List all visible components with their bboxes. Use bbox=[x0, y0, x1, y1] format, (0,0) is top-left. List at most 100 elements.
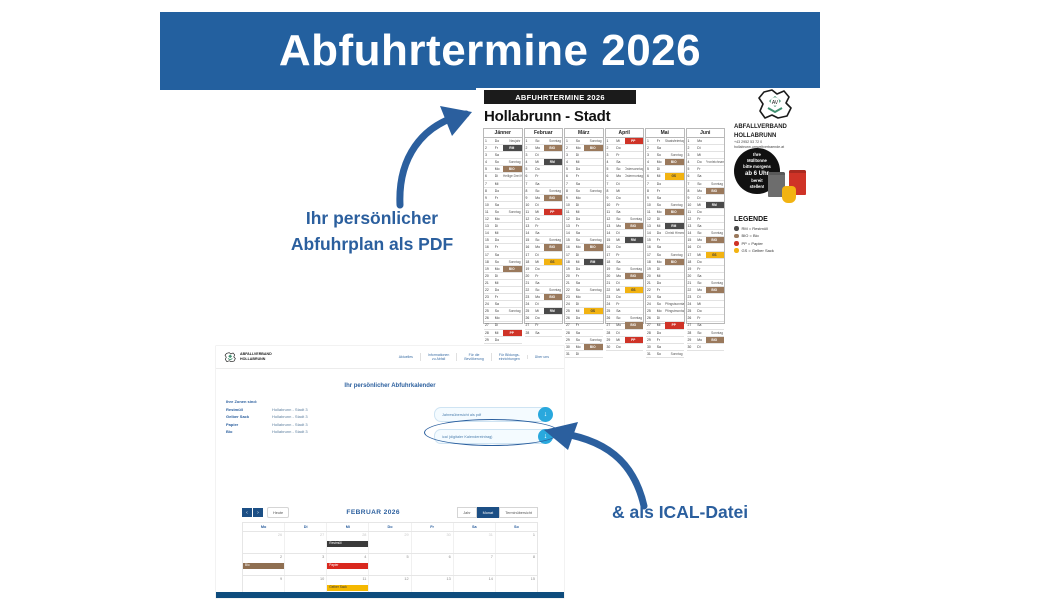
pdf-day-event bbox=[625, 152, 644, 158]
calendar-day-cell[interactable]: 3 bbox=[284, 554, 326, 575]
calendar-day-cell[interactable]: 14 bbox=[452, 576, 495, 597]
calendar-view-jahr[interactable]: Jahr bbox=[457, 507, 477, 518]
calendar-event-chip[interactable]: Restmüll bbox=[327, 541, 369, 547]
calendar-event-chip[interactable]: Gelber Sack bbox=[327, 585, 369, 591]
pdf-day-weekday: Do bbox=[616, 195, 621, 200]
pdf-day-weekday: Di bbox=[494, 224, 498, 229]
pdf-day-weekday: Mo bbox=[697, 287, 702, 292]
pdf-day-number: 4 bbox=[525, 160, 528, 165]
calendar-day-cell[interactable]: 26 bbox=[243, 532, 284, 553]
ical-download-button[interactable]: ical (digitaler Kalendereintrag)↓ bbox=[434, 429, 553, 444]
calendar-day-cell[interactable]: 9 bbox=[243, 576, 284, 597]
calendar-day-cell[interactable]: 30 bbox=[410, 532, 453, 553]
pdf-day-weekday: Mi bbox=[697, 202, 701, 207]
calendar-day-cell[interactable]: 8 bbox=[494, 554, 537, 575]
pdf-day-number: 21 bbox=[566, 280, 570, 285]
pdf-day-event bbox=[544, 266, 563, 272]
pdf-day-weekday: Fr bbox=[616, 202, 620, 207]
nav-item-1[interactable]: Aktuelles bbox=[398, 354, 413, 359]
pdf-day-weekday: Mo bbox=[575, 344, 581, 349]
pdf-day-weekday: Do bbox=[697, 160, 702, 165]
pdf-day-weekday: So bbox=[616, 167, 621, 172]
pdf-day-event: Sonntag bbox=[589, 287, 602, 292]
pdf-day-weekday: Mo bbox=[575, 245, 581, 250]
calendar-prev-button[interactable]: ‹ bbox=[242, 508, 252, 517]
pdf-day-event: BIO bbox=[503, 166, 522, 173]
pdf-day-weekday: Fr bbox=[575, 273, 579, 278]
calendar-day-cell[interactable]: 1 bbox=[494, 532, 537, 553]
download-icon[interactable]: ↓ bbox=[538, 407, 553, 422]
nav-item-4[interactable]: Für Bildungs- einrichtungen bbox=[490, 352, 527, 362]
calendar-day-number: 30 bbox=[446, 533, 451, 537]
calendar-event-chip[interactable]: Bio bbox=[243, 563, 285, 569]
pdf-day-weekday: Sa bbox=[656, 245, 661, 250]
badge-line-2: Mülltonne bbox=[747, 158, 767, 163]
pdf-day-event bbox=[625, 280, 644, 286]
pdf-day-weekday: Do bbox=[535, 217, 540, 222]
annotation-ical: & als ICAL-Datei bbox=[612, 502, 749, 522]
pdf-day-weekday: Fr bbox=[656, 337, 660, 342]
pdf-day-event bbox=[503, 280, 522, 286]
calendar-day-cell[interactable]: 5 bbox=[368, 554, 410, 575]
pdf-day-event bbox=[706, 301, 725, 307]
pdf-download-button[interactable]: Jahresübersicht als pdf↓ bbox=[434, 407, 553, 422]
pdf-day-event bbox=[665, 344, 684, 350]
calendar-event-chip[interactable]: Papier bbox=[327, 563, 369, 569]
calendar-day-cell[interactable]: 29 bbox=[368, 532, 410, 553]
calendar-view-terminübersicht[interactable]: Terminübersicht bbox=[499, 507, 538, 518]
nav-item-2[interactable]: Informationen zu Abfall bbox=[419, 352, 456, 362]
pdf-day-event: Sonntag bbox=[670, 351, 683, 356]
pdf-day-event: BIO bbox=[624, 272, 643, 279]
calendar-day-cell[interactable]: 13 bbox=[410, 576, 453, 597]
calendar-day-cell[interactable]: 12 bbox=[368, 576, 410, 597]
calendar-day-cell[interactable]: 10 bbox=[284, 576, 326, 597]
pdf-day-event bbox=[625, 209, 644, 215]
pdf-day-weekday: Sa bbox=[616, 309, 621, 314]
pdf-day-event bbox=[544, 280, 563, 286]
calendar-day-cell[interactable]: 6 bbox=[410, 554, 453, 575]
pdf-day-weekday: Mo bbox=[616, 273, 621, 278]
pdf-day-number: 11 bbox=[687, 209, 692, 214]
pdf-day-number: 7 bbox=[525, 181, 528, 186]
calendar-today-button[interactable]: Heute bbox=[267, 507, 290, 518]
annotation-pdf-line2: Abfuhrplan als PDF bbox=[290, 234, 454, 254]
nav-item-5[interactable]: Über uns bbox=[526, 354, 556, 360]
pdf-day-number: 6 bbox=[566, 174, 568, 179]
calendar-view-monat[interactable]: Monat bbox=[476, 507, 500, 518]
calendar-day-cell[interactable]: 7 bbox=[452, 554, 495, 575]
pdf-day-number: 17 bbox=[525, 252, 530, 257]
site-logo[interactable]: ABFALLVERBAND HOLLABRUNN bbox=[224, 351, 272, 363]
pdf-day-weekday: Mo bbox=[616, 323, 621, 328]
pdf-day-weekday: So bbox=[575, 188, 580, 193]
pdf-day-event: BIO bbox=[543, 294, 562, 301]
annotation-pdf: Ihr persönlicher Abfuhrplan als PDF bbox=[272, 205, 472, 257]
pdf-day-event: Heilige Drei Könige bbox=[503, 174, 522, 179]
pdf-day-weekday: Di bbox=[697, 344, 701, 349]
calendar-day-cell[interactable]: 27 bbox=[284, 532, 326, 553]
pdf-day-number: 5 bbox=[525, 167, 528, 172]
pdf-day-weekday: So bbox=[494, 309, 499, 314]
pdf-day-event bbox=[665, 237, 684, 243]
nav-item-3[interactable]: Für die Bevölkerung bbox=[456, 352, 490, 362]
calendar-day-cell[interactable]: 15 bbox=[494, 576, 537, 597]
pdf-day-number: 7 bbox=[647, 181, 649, 186]
pdf-day-event bbox=[665, 195, 684, 201]
calendar-next-button[interactable]: › bbox=[253, 508, 263, 517]
calendar-day-cell[interactable]: 31 bbox=[452, 532, 495, 553]
